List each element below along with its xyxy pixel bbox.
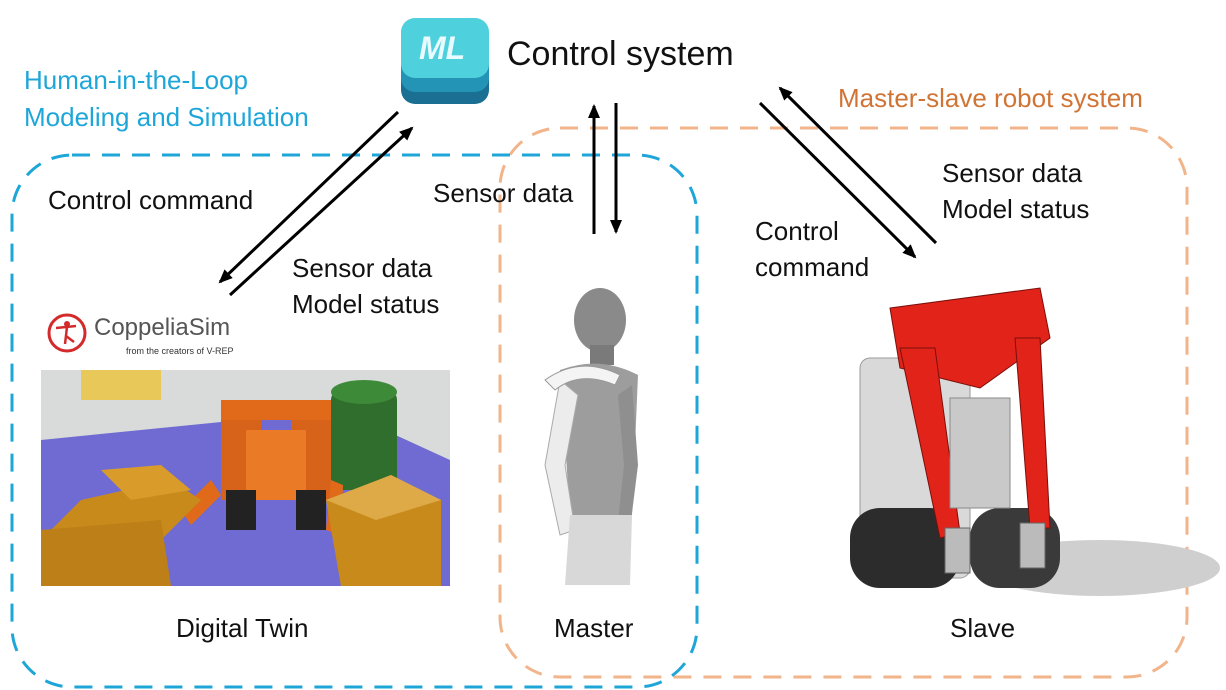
digital-twin-caption: Digital Twin — [176, 613, 309, 643]
slave-control-label-line2: command — [755, 252, 870, 282]
arrow-control-to-digital-twin — [218, 110, 400, 284]
slave-caption: Slave — [950, 613, 1016, 643]
ml-cube-icon — [401, 18, 489, 104]
arrow-slave-to-control — [778, 86, 938, 245]
master-human-image — [520, 285, 670, 585]
coppeliasim-tagline: from the creators of V-REP — [126, 346, 234, 356]
dt-control-command-label: Control command — [48, 185, 254, 215]
master-slave-label: Master-slave robot system — [838, 83, 1143, 113]
digital-twin-simulation-image — [41, 370, 450, 586]
dt-model-status-label: Model status — [292, 289, 440, 319]
dt-sensor-data-label: Sensor data — [292, 253, 433, 283]
ml-logo: ML — [397, 12, 493, 108]
slave-model-status-label: Model status — [942, 194, 1090, 224]
coppeliasim-dancer-icon — [47, 313, 87, 353]
ml-logo-text: ML — [419, 30, 466, 66]
slave-robot-image — [840, 278, 1225, 608]
master-caption: Master — [554, 613, 634, 643]
arrow-digital-twin-to-control — [228, 126, 414, 297]
slave-control-label-line1: Control — [755, 216, 839, 246]
coppeliasim-logo: CoppeliaSim from the creators of V-REP — [46, 312, 266, 362]
hitl-label-line2: Modeling and Simulation — [24, 102, 309, 132]
page-title: Control system — [507, 35, 734, 73]
master-sensor-data-label: Sensor data — [433, 178, 574, 208]
master-slave-boundary — [498, 126, 1189, 679]
coppeliasim-name: CoppeliaSim — [94, 314, 231, 341]
slave-sensor-data-label: Sensor data — [942, 158, 1083, 188]
arrow-control-to-slave — [758, 101, 917, 259]
hitl-label-line1: Human-in-the-Loop — [24, 65, 249, 95]
